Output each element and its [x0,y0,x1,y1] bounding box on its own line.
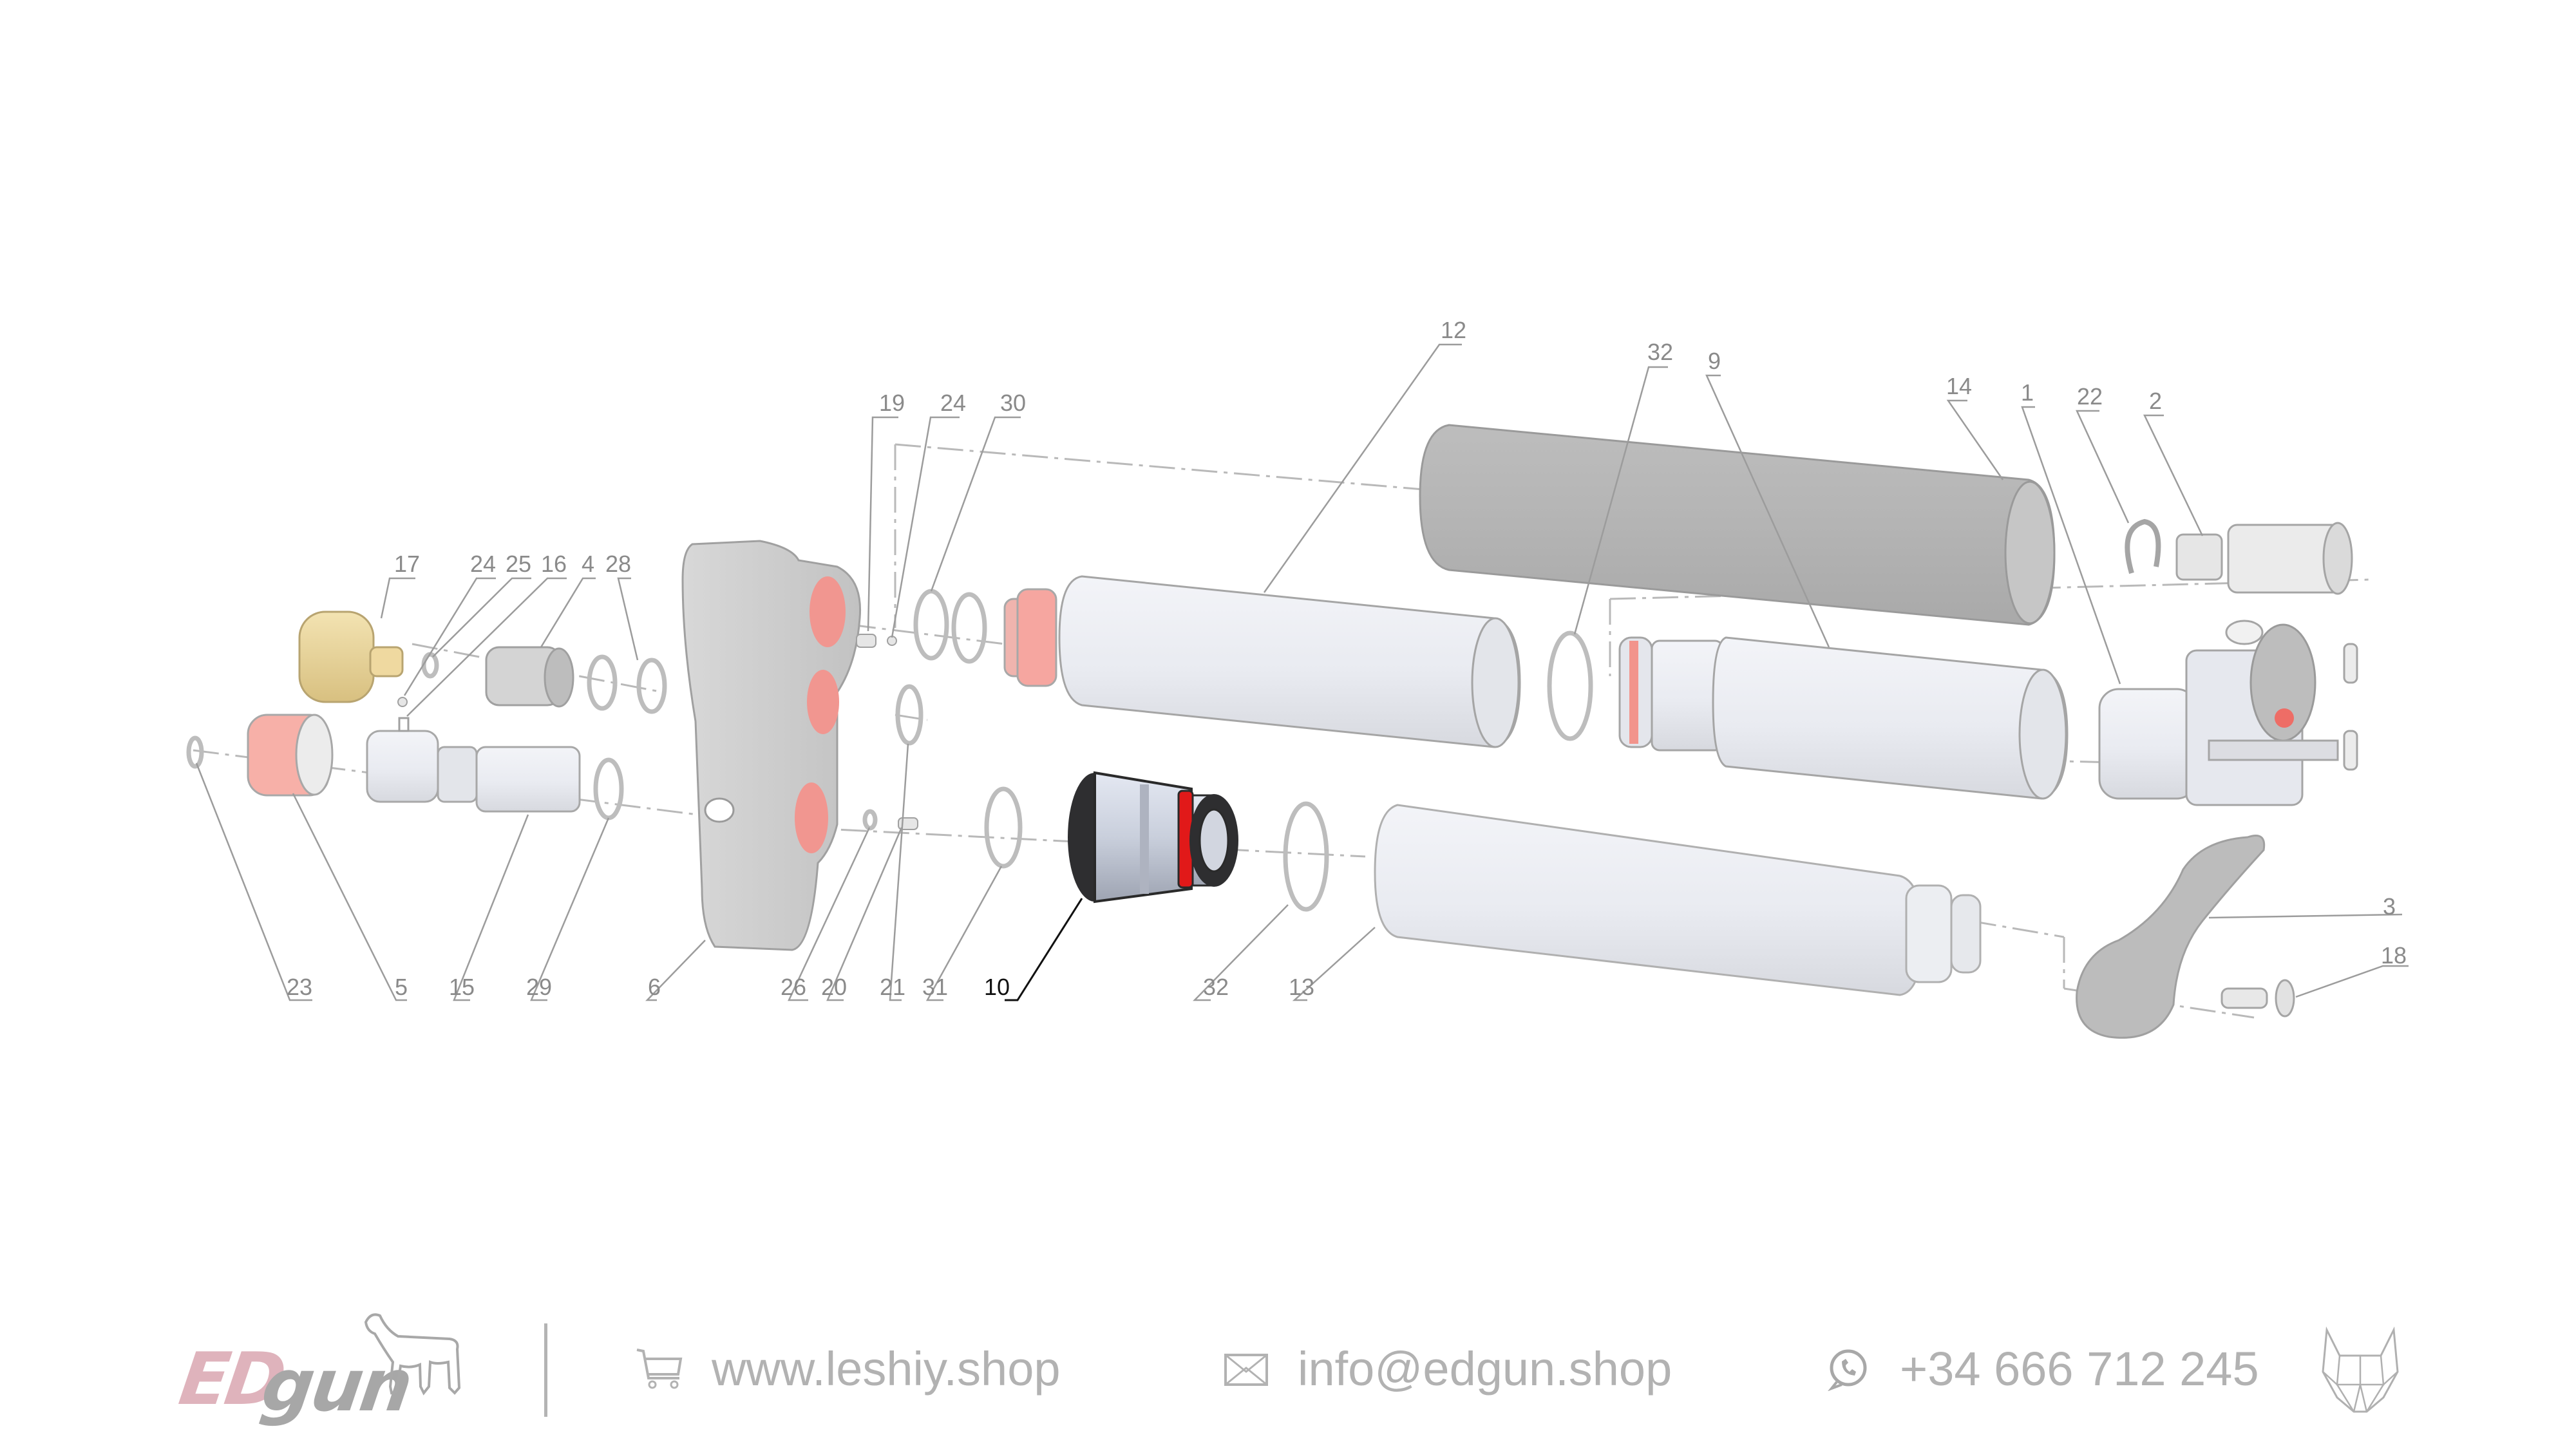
part-14-outer-sleeve[interactable] [1419,424,2056,626]
part-15-spindle[interactable] [366,730,581,813]
part-10-regulator-highlighted[interactable] [1068,771,1238,904]
part-19-pin [856,634,876,648]
callout-19[interactable]: 19 [879,390,905,416]
part-18-screw[interactable] [2221,979,2295,1018]
callout-4[interactable]: 4 [582,551,594,577]
callout-labels: 17 24 25 16 4 28 19 24 30 12 32 9 14 1 2… [287,317,2407,1000]
callout-29[interactable]: 29 [526,974,552,1000]
callout-10-highlighted[interactable]: 10 [984,974,1010,1000]
callout-32-top[interactable]: 32 [1647,339,1673,365]
part-17-brass-adapter[interactable] [298,611,404,703]
callout-14[interactable]: 14 [1946,373,1972,399]
email-link[interactable]: info@edgun.shop [1220,1340,1672,1397]
callout-23[interactable]: 23 [287,974,312,1000]
part-32-oring-upper [1547,630,1593,741]
part-6-block[interactable] [681,540,862,951]
callout-6[interactable]: 6 [648,974,661,1000]
part-23-clip [186,735,204,769]
phone-link[interactable]: +34 666 712 245 [1823,1340,2259,1397]
callout-28[interactable]: 28 [605,551,631,577]
part-12-air-tube[interactable] [1003,575,1521,748]
callout-25[interactable]: 25 [506,551,531,577]
callout-22[interactable]: 22 [2077,383,2103,410]
part-3-cocking-lever[interactable] [2076,835,2266,1039]
callout-17[interactable]: 17 [394,551,420,577]
callout-1[interactable]: 1 [2021,379,2034,406]
leader-lines [195,343,2409,1001]
callout-20[interactable]: 20 [821,974,847,1000]
callout-32-bottom[interactable]: 32 [1203,974,1229,1000]
part-16-spring [398,717,410,732]
callout-21[interactable]: 21 [880,974,905,1000]
part-30-oring-a [913,589,949,661]
wolf-head-icon [2322,1327,2399,1413]
callout-24b[interactable]: 24 [940,390,966,416]
part-21-circlip [895,684,923,746]
callout-15[interactable]: 15 [449,974,475,1000]
part-4-plug[interactable] [485,646,574,708]
callout-24[interactable]: 24 [470,551,496,577]
part-26-washer [862,809,878,831]
callout-18[interactable]: 18 [2381,942,2407,969]
callout-13[interactable]: 13 [1289,974,1314,1000]
part-32-oring-lower [1283,801,1329,912]
callout-12[interactable]: 12 [1441,317,1466,343]
website-link[interactable]: www.leshiy.shop [634,1340,1061,1397]
footer-divider [544,1323,547,1417]
callout-5[interactable]: 5 [395,974,408,1000]
part-1-action-body[interactable] [2098,620,2358,806]
website-text: www.leshiy.shop [712,1341,1061,1396]
edgun-logo[interactable]: ED gun [175,1311,477,1433]
part-22-circlip[interactable] [2125,518,2161,574]
callout-31[interactable]: 31 [922,974,948,1000]
part-28-oring-a [587,654,618,711]
email-text: info@edgun.shop [1298,1341,1672,1396]
phone-text: +34 666 712 245 [1900,1341,2259,1396]
part-30-oring-b [951,592,987,664]
callout-3[interactable]: 3 [2383,893,2396,920]
callout-9[interactable]: 9 [1708,348,1721,374]
part-5-knob[interactable] [247,714,334,797]
part-24-ball-2 [887,636,897,646]
part-25-washer [421,652,439,679]
callout-16[interactable]: 16 [541,551,567,577]
cart-icon [636,1349,683,1389]
part-2-valve-pin[interactable] [2175,522,2353,595]
part-24-ball [397,697,408,707]
callout-2[interactable]: 2 [2149,388,2162,414]
callout-26[interactable]: 26 [781,974,806,1000]
part-28-oring-b [636,658,667,714]
part-29-oring [593,757,624,820]
envelope-icon [1224,1354,1268,1386]
part-13-end-tube[interactable] [1374,804,1982,996]
callout-30[interactable]: 30 [1000,390,1026,416]
part-31-oring [984,786,1023,869]
dog-silhouette-icon [364,1313,461,1396]
leader-line-part-10 [1005,898,1083,1001]
whatsapp-icon [1828,1349,1867,1391]
part-9-valve-housing[interactable] [1618,636,2069,800]
